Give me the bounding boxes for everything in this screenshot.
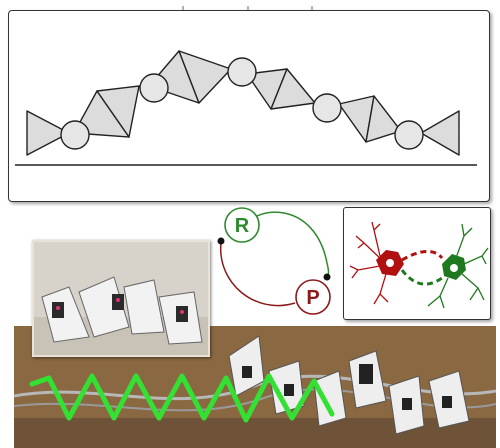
green-neuron-dendrites [427,223,489,309]
robot-chain-schematic [8,10,490,202]
servo-led [180,310,184,314]
robot-module [123,279,165,335]
top-tick-marks [182,6,313,10]
joint [139,73,169,103]
neuron-pair-panel [343,207,491,320]
arc-p-to-r [220,242,296,307]
traveling-wave-line [29,373,335,423]
robot-module [313,370,347,427]
robot-closeup-photo [32,240,210,357]
node-r [224,207,260,243]
green-axon [400,269,443,286]
servo [442,396,452,408]
servo [359,364,373,384]
closeup-illustration [34,242,208,355]
node-p-label: P [306,287,319,309]
joint [227,57,257,87]
junction-dot [323,273,331,281]
red-neuron-nucleus [386,259,394,267]
joint [312,93,342,123]
module [270,68,316,110]
module [96,85,140,138]
servo [284,384,294,396]
cable [14,388,496,412]
end-module-right [420,110,460,156]
schematic-drawing [15,50,477,166]
joint [394,120,424,150]
servo [242,366,252,378]
robot-module [41,286,90,343]
servo-led [116,298,120,302]
joint [60,120,90,150]
red-neuron-dendrites [349,221,389,305]
green-neuron-nucleus [450,264,458,272]
robot-module [78,276,130,338]
node-r-label: R [235,215,250,237]
module [365,95,402,143]
servo-led [56,306,60,310]
rp-cycle-svg: R P [217,207,331,315]
neuron-illustration [349,221,489,309]
junction-dot [217,237,225,245]
node-p [295,279,331,315]
red-axon [401,250,444,262]
servo [402,398,412,410]
rp-cycle-diagram: R P [215,203,340,318]
module [178,50,232,104]
end-module-left [26,110,70,156]
